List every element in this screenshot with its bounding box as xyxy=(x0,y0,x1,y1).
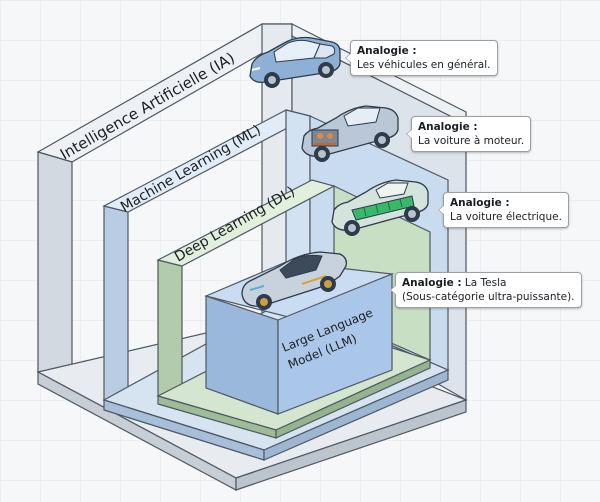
callout-llm-text: (Sous-catégorie ultra-puissante). xyxy=(402,291,575,303)
sedan-car-icon xyxy=(249,36,341,88)
callout-ml: Analogie : La voiture à moteur. xyxy=(405,116,532,152)
box-dl-left-wall xyxy=(157,259,183,405)
box-ml-right-bottom xyxy=(263,369,449,461)
callout-ia: Analogie : Les véhicules en général. xyxy=(345,40,498,76)
callout-dl-text: La voiture électrique. xyxy=(450,211,562,223)
callout-dl-title: Analogie : xyxy=(450,197,510,209)
callout-llm-inline: La Tesla xyxy=(461,277,507,289)
callout-llm: Analogie : La Tesla (Sous-catégorie ultr… xyxy=(390,272,582,308)
callout-llm-first-line: Analogie : La Tesla xyxy=(402,276,575,290)
box-dl-right-bottom xyxy=(275,359,431,439)
box-ia-right-bottom xyxy=(235,399,467,491)
engine-car-icon xyxy=(301,105,399,162)
sports-car-icon xyxy=(241,251,348,310)
box-ia-left-wall xyxy=(37,151,73,391)
callout-ml-title: Analogie : xyxy=(418,121,478,133)
callout-ia-text: Les véhicules en général. xyxy=(357,59,491,71)
box-llm-right xyxy=(277,273,393,415)
callout-ml-text: La voiture à moteur. xyxy=(418,135,525,147)
box-ml-left-wall xyxy=(103,205,129,411)
callout-dl: Analogie : La voiture électrique. xyxy=(438,192,569,228)
electric-car-icon xyxy=(331,179,429,236)
callout-llm-title: Analogie : xyxy=(402,277,462,289)
callout-ia-title: Analogie : xyxy=(357,45,417,57)
